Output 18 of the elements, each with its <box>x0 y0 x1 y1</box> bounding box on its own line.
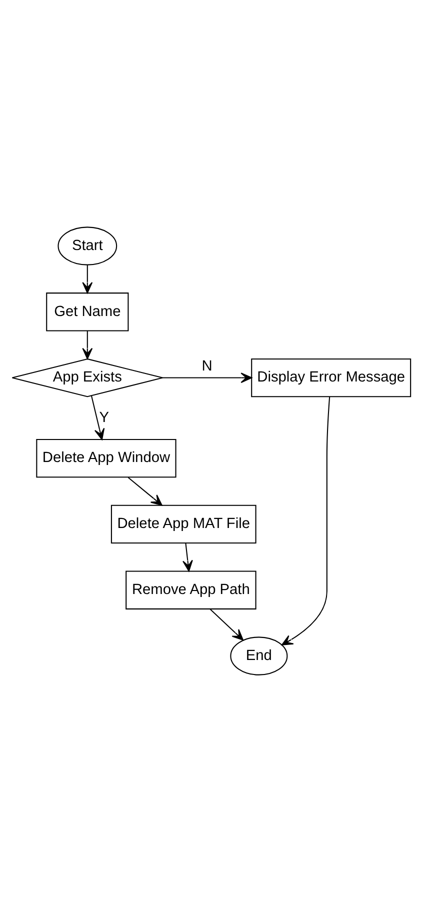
arrow <box>82 330 93 359</box>
arrow <box>90 395 105 440</box>
node-ellipse: End <box>230 636 288 675</box>
node-box: Delete App Window <box>36 438 176 478</box>
arrow <box>128 476 162 506</box>
node-box: Delete App MAT File <box>110 504 256 544</box>
arrow <box>162 372 252 383</box>
node-ellipse: Start <box>58 226 118 265</box>
arrow <box>281 396 330 645</box>
arrow <box>210 608 244 640</box>
arrow <box>182 542 193 572</box>
edge-label: Y <box>99 409 110 426</box>
node-box: Get Name <box>46 292 129 331</box>
node-box: Display Error Message <box>251 358 412 397</box>
node-diamond: App Exists <box>12 358 164 397</box>
node-box: Remove App Path <box>126 570 256 609</box>
arrow <box>82 264 93 293</box>
edge-label: N <box>202 358 212 374</box>
